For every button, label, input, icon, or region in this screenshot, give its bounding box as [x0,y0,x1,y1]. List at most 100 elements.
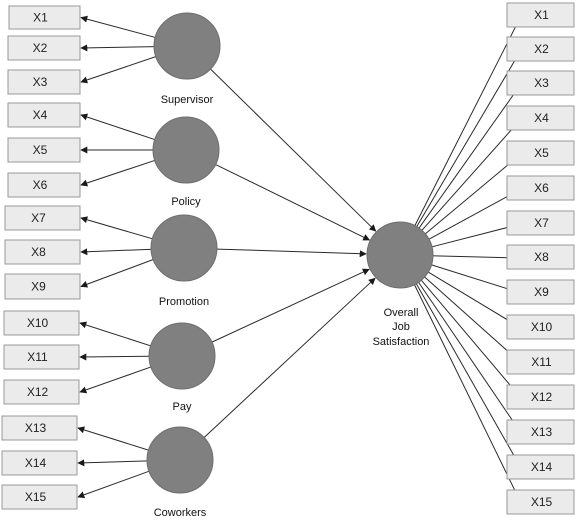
outcome-indicator-rect [506,349,575,375]
indicator-box-x14: X14 [1,450,78,476]
indicator-box-rect [7,172,81,198]
outcome-indicator-label: X6 [534,181,549,195]
path-arrow-coworkers-to-overall [203,277,376,438]
indicator-box-rect [4,239,81,265]
outcome-arrow-x11 [422,275,522,364]
indicator-label: X14 [25,456,47,470]
indicator-label: X8 [31,245,46,259]
outcome-indicator-box-x5: X5 [506,140,575,166]
outcome-indicator-rect [506,489,575,515]
outcome-indicator-rect [506,279,575,305]
loading-arrow-coworkers-x13 [77,426,151,452]
indicator-label: X13 [25,421,47,435]
latent-node-policy: Policy [152,116,220,208]
latent-circle [146,426,214,494]
indicator-box-rect [4,205,81,231]
indicator-box-rect [3,310,80,336]
outcome-indicator-label: X11 [531,355,552,369]
indicator-box-x6: X6 [7,172,81,198]
outcome-indicator-rect [506,36,575,62]
loading-arrow-coworkers-x15 [77,470,152,499]
loading-arrow-policy-x6 [80,159,157,187]
loading-arrow-supervisor-x3 [80,55,158,84]
outcome-indicator-label: X15 [531,495,553,509]
indicator-box-rect [7,137,81,163]
outcome-indicator-box-x7: X7 [506,210,575,236]
path-arrow-policy-to-overall [215,164,371,241]
outcome-indicator-rect [506,419,575,445]
latent-circle [152,116,220,184]
outcome-indicator-box-x2: X2 [506,36,575,62]
indicator-label: X12 [27,385,49,399]
loading-arrow-pay-x10 [79,321,153,347]
outcome-indicator-label: X10 [531,320,553,334]
indicator-label: X3 [33,75,48,89]
outcome-indicator-box-x3: X3 [506,70,575,96]
latent-node-promotion: Promotion [150,214,218,308]
outcome-circle [366,221,434,289]
indicator-box-rect [1,450,78,476]
outcome-indicator-box-x1: X1 [506,2,575,28]
outcome-arrow-x6 [426,188,522,241]
loading-arrow-pay-x12 [79,365,153,394]
indicator-label: X4 [33,108,48,122]
outcome-indicator-rect [506,454,575,480]
outcome-indicator-label: X13 [531,425,553,439]
latent-label-coworkers: Coworkers [154,507,207,519]
outcome-indicator-rect [506,140,575,166]
indicator-box-x12: X12 [3,379,80,405]
loading-arrow-promotion-x8 [80,248,154,256]
path-arrow-pay-to-overall [211,268,370,343]
indicator-box-x7: X7 [4,205,81,231]
outcome-indicator-label: X4 [534,111,549,125]
outcome-indicator-label: X2 [534,42,549,56]
outcome-arrow-x4 [420,118,522,233]
latent-nodes-layer: SupervisorPolicyPromotionPayCoworkersOve… [146,12,434,519]
loading-arrow-promotion-x9 [80,258,156,288]
outcome-indicator-label: X14 [531,460,553,474]
latent-label-policy: Policy [171,196,201,208]
loading-arrow-pay-x11 [79,353,152,361]
outcome-indicator-box-x11: X11 [506,349,575,375]
indicator-box-rect [1,484,78,510]
outcome-indicator-box-x15: X15 [506,489,575,515]
outcome-indicator-rect [506,244,575,270]
outcome-label-line: Overall [384,307,419,319]
latent-label-promotion: Promotion [159,296,209,308]
indicator-label: X7 [31,211,46,225]
indicator-box-x9: X9 [4,273,81,300]
indicator-box-x2: X2 [7,35,81,61]
indicator-label: X2 [33,41,48,55]
path-arrow-supervisor-to-overall [210,68,377,232]
indicator-box-x1: X1 [8,5,81,30]
indicator-box-rect [3,379,80,405]
outcome-indicator-rect [506,210,575,236]
outcome-indicator-label: X7 [534,216,549,230]
loading-arrow-supervisor-x1 [80,15,158,39]
outcome-indicator-label: X9 [534,285,549,299]
indicator-box-rect [3,344,80,370]
latent-circle [150,214,218,282]
outcome-arrow-x1 [413,15,522,228]
outcome-arrow-x7 [429,222,522,248]
outcome-indicator-box-x6: X6 [506,175,575,201]
outcome-arrow-x10 [426,270,522,329]
outcome-arrow-x15 [413,282,522,504]
outcome-indicator-box-x10: X10 [506,314,575,340]
latent-label-pay: Pay [173,401,192,413]
outcome-indicator-box-x8: X8 [506,244,575,270]
loading-arrow-supervisor-x2 [80,44,157,52]
outcome-indicator-label: X3 [534,76,549,90]
outcome-indicator-rect [506,70,575,96]
outcome-arrow-x2 [415,49,522,229]
indicator-box-rect [4,273,81,300]
indicator-box-x10: X10 [3,310,80,336]
outcome-indicator-rect [506,2,575,28]
indicator-label: X15 [25,490,47,504]
indicator-box-rect [1,415,78,441]
outcome-arrow-x12 [419,278,522,399]
outcome-arrow-x5 [423,153,522,236]
indicator-box-rect [7,35,81,61]
